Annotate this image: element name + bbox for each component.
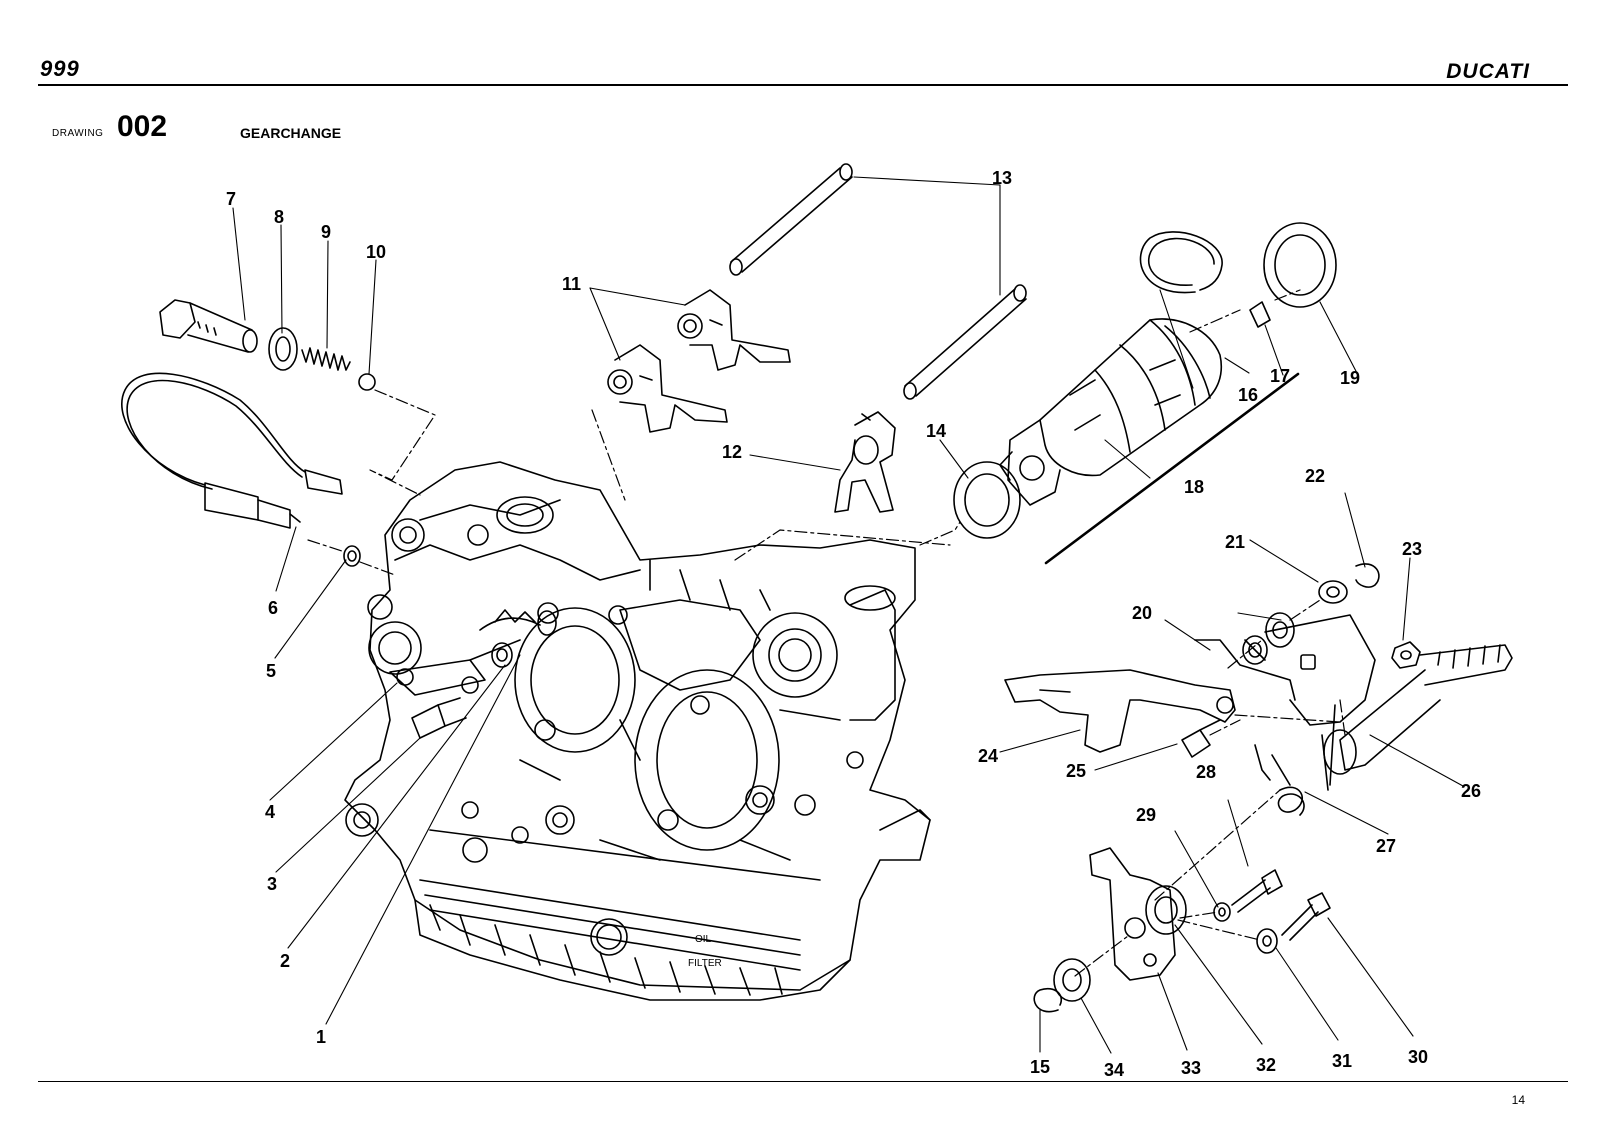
callout-33: 33 — [1181, 1058, 1201, 1078]
page-number: 14 — [1511, 1093, 1525, 1107]
drum-underline — [1044, 372, 1300, 565]
selector-drum-18 — [999, 318, 1222, 506]
callout-12: 12 — [722, 442, 742, 462]
fork-shaft-lower — [903, 284, 1027, 400]
callout-8: 8 — [274, 207, 284, 227]
screw-25 — [1181, 719, 1221, 758]
callout-16: 16 — [1238, 385, 1258, 405]
washer-29 — [1213, 902, 1231, 922]
callout-6: 6 — [268, 598, 278, 618]
circlip-16 — [1139, 231, 1223, 294]
filter-label: FILTER — [688, 958, 722, 969]
spring-27 — [1254, 744, 1305, 816]
callout-13: 13 — [992, 168, 1012, 188]
callout-numbers: 1 2 3 4 5 6 7 8 9 10 11 12 13 14 15 16 1… — [226, 168, 1481, 1080]
callout-27: 27 — [1376, 836, 1396, 856]
spring-9 — [301, 347, 351, 371]
leader-lines — [232, 176, 1464, 1054]
callout-34: 34 — [1104, 1060, 1124, 1080]
callout-5: 5 — [266, 661, 276, 681]
washer-19 — [1263, 222, 1337, 308]
callout-1: 1 — [316, 1027, 326, 1047]
callout-10: 10 — [366, 242, 386, 262]
callout-11: 11 — [562, 274, 581, 294]
model-name: 999 — [40, 56, 80, 81]
selector-fork-11a — [677, 289, 791, 371]
callout-22: 22 — [1305, 466, 1325, 486]
washer-8 — [268, 327, 298, 371]
callout-25: 25 — [1066, 761, 1086, 781]
callout-26: 26 — [1461, 781, 1481, 801]
drawing-title: GEARCHANGE — [240, 125, 342, 141]
callout-18: 18 — [1184, 477, 1204, 497]
callout-7: 7 — [226, 189, 236, 209]
seal-5 — [343, 545, 361, 567]
bracket-4 — [389, 659, 486, 696]
callout-20: 20 — [1132, 603, 1152, 623]
bracket-33 — [1089, 847, 1176, 981]
gearchange-lever-24 — [1004, 669, 1236, 753]
ball-10 — [358, 373, 376, 391]
crankcase: OIL FILTER — [344, 461, 931, 1001]
fork-shaft-upper — [729, 163, 853, 276]
seal-2 — [491, 642, 513, 668]
clip-22 — [1355, 563, 1380, 588]
assembly-lines — [307, 289, 1346, 977]
callout-29: 29 — [1136, 805, 1156, 825]
callout-19: 19 — [1340, 368, 1360, 388]
callout-9: 9 — [321, 222, 331, 242]
washer-14 — [953, 461, 1021, 539]
callout-32: 32 — [1256, 1055, 1276, 1075]
callout-23: 23 — [1402, 539, 1422, 559]
pin-17 — [1249, 301, 1271, 328]
callout-14: 14 — [926, 421, 946, 441]
circlip-15 — [1033, 987, 1062, 1013]
callout-3: 3 — [267, 874, 277, 894]
oil-label: OIL — [695, 934, 712, 945]
callout-4: 4 — [265, 802, 275, 822]
drawing-number: 002 — [117, 110, 168, 143]
callout-28: 28 — [1196, 762, 1216, 782]
neutral-detent-bolt — [159, 299, 258, 353]
selector-fork-12 — [834, 411, 896, 513]
callout-30: 30 — [1408, 1047, 1428, 1067]
bolt-30 — [1281, 892, 1331, 941]
washer-31 — [1256, 928, 1278, 954]
ratchet-plate — [1264, 612, 1376, 726]
callout-31: 31 — [1332, 1051, 1352, 1071]
callout-24: 24 — [978, 746, 998, 766]
selector-fork-11b — [607, 344, 728, 433]
callout-2: 2 — [280, 951, 290, 971]
brand-logo: DUCATI — [1446, 60, 1530, 83]
callout-15: 15 — [1030, 1057, 1050, 1077]
callout-21: 21 — [1225, 532, 1245, 552]
footer-rule — [38, 1081, 1568, 1082]
drawing-caption: DRAWING — [52, 128, 104, 139]
nut-23 — [1391, 641, 1421, 669]
washer-32 — [1145, 885, 1187, 935]
screw-3 — [411, 697, 467, 739]
gearchange-shaft-26 — [1321, 644, 1513, 791]
callout-17: 17 — [1270, 366, 1290, 386]
header-rule — [38, 84, 1568, 86]
spring-1 — [479, 609, 557, 636]
bolt-28 — [1231, 869, 1283, 913]
neutral-switch-cable — [121, 372, 343, 529]
washer-21 — [1318, 580, 1348, 604]
washer-34 — [1053, 958, 1091, 1002]
spring-20 — [1194, 635, 1296, 701]
